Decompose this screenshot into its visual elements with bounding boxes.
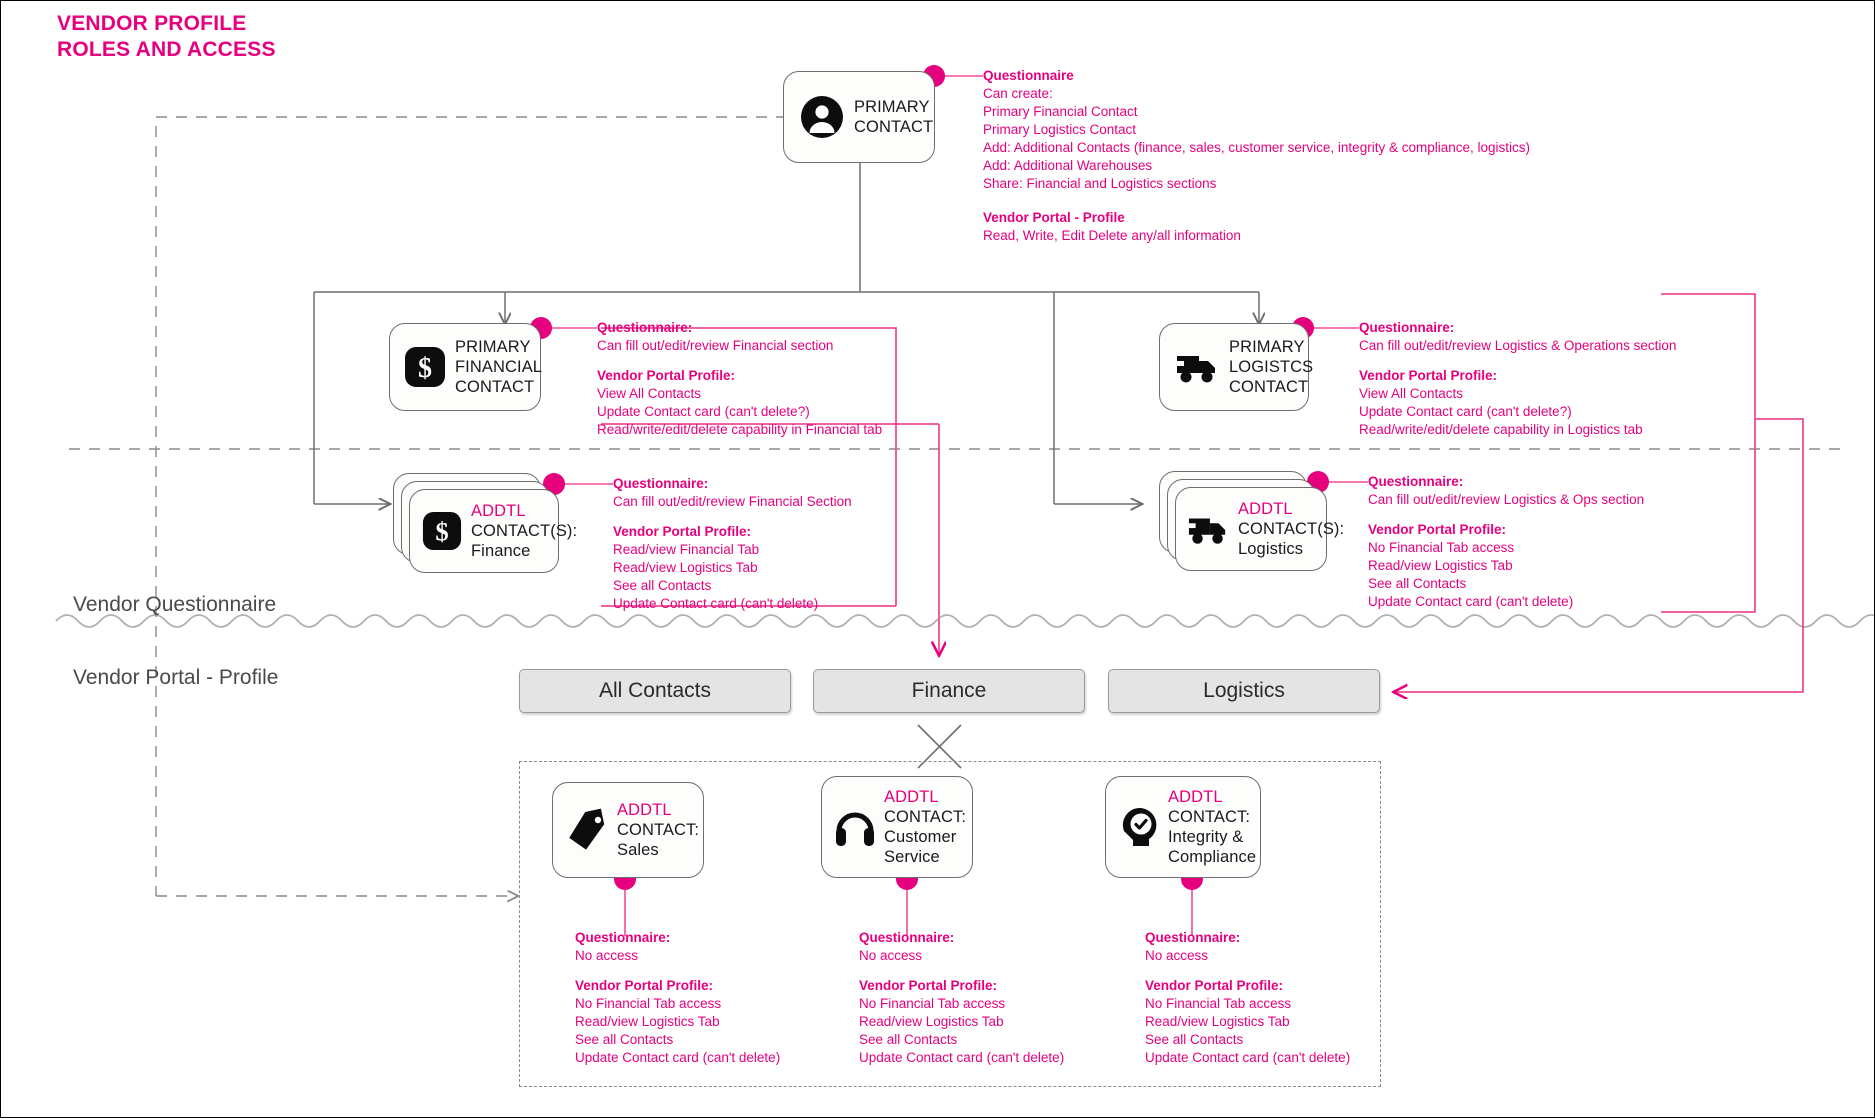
person-icon xyxy=(800,95,844,139)
node-primary-financial-contact[interactable]: $ PRIMARY FINANCIAL CONTACT xyxy=(389,323,543,411)
node-addtl-integrity-label: ADDTL CONTACT: Integrity & Compliance xyxy=(1168,787,1257,867)
node-addtl-logistics-stack[interactable]: ADDTL CONTACT(S): Logistics xyxy=(1159,471,1344,571)
tag-icon xyxy=(565,808,609,852)
annotation-addtl-customer-service: Questionnaire: No access Vendor Portal P… xyxy=(859,930,1065,1066)
node-addtl-customer-service-label: ADDTL CONTACT: Customer Service xyxy=(884,787,967,867)
node-primary-logistics-label: PRIMARY LOGISTCS CONTACT xyxy=(1229,337,1314,397)
section-label-questionnaire: Vendor Questionnaire xyxy=(73,593,277,616)
svg-text:$: $ xyxy=(435,517,448,547)
dollar-icon: $ xyxy=(422,511,462,551)
node-primary-financial-label: PRIMARY FINANCIAL CONTACT xyxy=(455,337,543,397)
tab-all-contacts-label: All Contacts xyxy=(598,679,712,702)
node-addtl-logistics-label: ADDTL CONTACT(S): Logistics xyxy=(1238,499,1345,559)
annotation-primary-logistics: Questionnaire: Can fill out/edit/review … xyxy=(1359,320,1677,438)
page-title-line2: ROLES AND ACCESS xyxy=(57,38,276,62)
headphones-icon xyxy=(834,805,876,849)
annotation-addtl-finance: Questionnaire: Can fill out/edit/review … xyxy=(613,476,852,612)
tab-all-contacts[interactable]: All Contacts xyxy=(519,669,791,713)
tab-logistics[interactable]: Logistics xyxy=(1108,669,1380,713)
node-addtl-customer-service[interactable]: ADDTL CONTACT: Customer Service xyxy=(821,776,973,878)
truck-icon xyxy=(1174,346,1220,388)
head-check-icon xyxy=(1118,805,1160,849)
node-addtl-sales[interactable]: ADDTL CONTACT: Sales xyxy=(552,782,704,878)
node-primary-logistics-contact[interactable]: PRIMARY LOGISTCS CONTACT xyxy=(1159,323,1313,411)
annotation-primary-contact-questionnaire: Questionnaire Can create: Primary Financ… xyxy=(983,68,1530,192)
page-title: VENDOR PROFILE ROLES AND ACCESS xyxy=(57,11,276,64)
wavy-divider xyxy=(55,614,1874,628)
annotation-primary-contact-portal: Vendor Portal - Profile Read, Write, Edi… xyxy=(983,210,1241,244)
bottom-contacts-container xyxy=(519,761,1381,1087)
node-addtl-logistics[interactable]: ADDTL CONTACT(S): Logistics xyxy=(1175,487,1344,571)
annotation-addtl-logistics: Questionnaire: Can fill out/edit/review … xyxy=(1368,474,1645,610)
node-addtl-finance-label: ADDTL CONTACT(S): Finance xyxy=(471,501,578,561)
annotation-addtl-sales: Questionnaire: No access Vendor Portal P… xyxy=(575,930,781,1066)
node-primary-contact[interactable]: PRIMARY CONTACT xyxy=(783,71,935,163)
page-title-line1: VENDOR PROFILE xyxy=(57,12,247,35)
node-addtl-integrity[interactable]: ADDTL CONTACT: Integrity & Compliance xyxy=(1105,776,1261,878)
node-addtl-finance-stack[interactable]: $ ADDTL CONTACT(S): Finance xyxy=(393,473,577,573)
annotation-addtl-integrity: Questionnaire: No access Vendor Portal P… xyxy=(1145,930,1351,1066)
node-primary-contact-label: PRIMARY CONTACT xyxy=(854,97,934,136)
tab-logistics-label: Logistics xyxy=(1203,679,1285,702)
tab-finance-label: Finance xyxy=(911,679,987,702)
node-addtl-finance[interactable]: $ ADDTL CONTACT(S): Finance xyxy=(409,489,577,573)
dollar-icon: $ xyxy=(404,346,446,388)
section-label-portal: Vendor Portal - Profile xyxy=(73,666,279,689)
node-addtl-sales-label: ADDTL CONTACT: Sales xyxy=(617,800,700,860)
annotation-primary-financial: Questionnaire: Can fill out/edit/review … xyxy=(597,320,883,438)
tab-finance[interactable]: Finance xyxy=(813,669,1085,713)
truck-icon xyxy=(1186,509,1230,549)
svg-text:$: $ xyxy=(418,353,432,384)
